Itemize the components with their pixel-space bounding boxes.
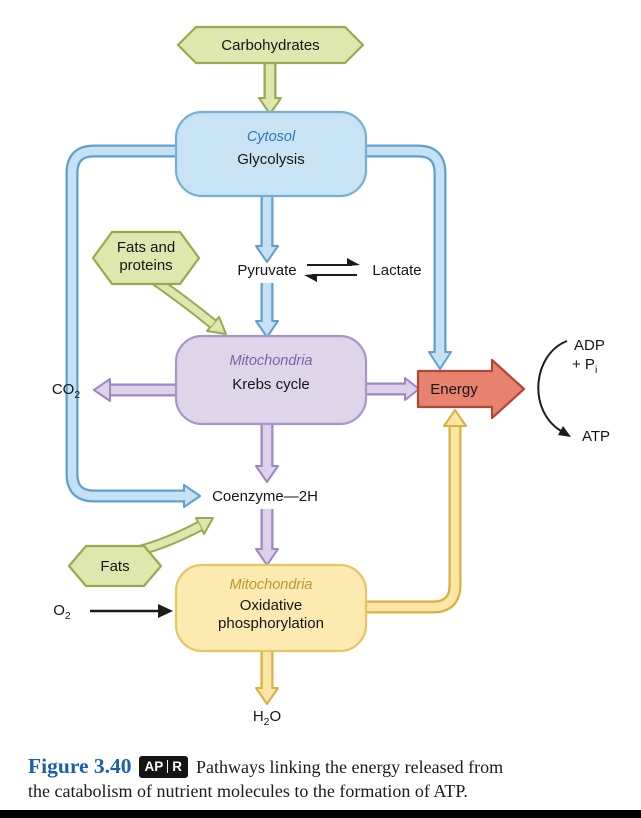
page-bottom-rule [0, 810, 641, 818]
atp-label: ATP [582, 428, 611, 445]
apr-badge-left: AP [144, 759, 164, 774]
arrow-fats-to-coenzyme [136, 517, 214, 557]
krebs-box [174, 334, 368, 426]
arrow-krebs-to-coenzyme [255, 421, 279, 483]
carbohydrates-hexagon [176, 25, 365, 65]
arrow-krebs-to-co2 [93, 378, 179, 402]
caption-text-line2: the catabolism of nutrient molecules to … [28, 781, 468, 802]
cytosol-label: Cytosol [246, 129, 296, 145]
krebs-cycle-label: Krebs cycle [232, 376, 310, 393]
fats-hexagon [67, 544, 163, 588]
arrow-carbohydrates-to-glycolysis [258, 62, 282, 115]
fats-label: Fats [100, 558, 130, 575]
apr-badge-right: R [172, 759, 183, 774]
glycolysis-label: Glycolysis [237, 151, 305, 168]
arrow-fats-proteins-to-krebs [152, 276, 227, 335]
mitochondria-oxidative-label: Mitochondria [229, 577, 313, 593]
fats-proteins-label-line1: Fats and [116, 239, 176, 256]
co2-label: CO2 [51, 381, 81, 401]
coenzyme-label: Coenzyme—2H [212, 488, 318, 505]
oxidative-label-line2: phosphorylation [218, 615, 324, 632]
arrow-pyruvate-to-krebs [255, 283, 279, 338]
energy-label: Energy [430, 381, 478, 398]
equilibrium-arrows-icon [304, 258, 360, 282]
atp-cycle-arrow [537, 340, 571, 437]
arrow-glycolysis-to-pyruvate [255, 196, 279, 263]
figure-number: Figure 3.40 [28, 754, 132, 778]
pipe-glycolysis-to-coenzyme [65, 144, 201, 508]
lactate-label: Lactate [372, 262, 422, 279]
energy-arrow-box [416, 358, 526, 420]
arrow-coenzyme-to-oxidative [255, 509, 279, 566]
fats-proteins-hexagon [91, 230, 201, 286]
glycolysis-box [174, 110, 368, 198]
arrow-krebs-to-energy [363, 377, 420, 401]
carbohydrates-label: Carbohydrates [221, 37, 320, 54]
arrow-o2-into-oxidative [90, 604, 173, 618]
fats-proteins-label-line2: proteins [119, 257, 173, 274]
plus-pi-label: + Pi [572, 356, 598, 376]
arrow-oxidative-to-h2o [255, 648, 279, 705]
pyruvate-label: Pyruvate [237, 262, 297, 279]
apr-badge: AP R [138, 756, 189, 778]
h2o-label: H2O [252, 708, 282, 728]
o2-label: O2 [53, 602, 71, 622]
oxidative-label-line1: Oxidative [239, 597, 303, 614]
mitochondria-krebs-label: Mitochondria [229, 353, 313, 369]
pipe-oxidative-to-energy [363, 409, 467, 614]
figure-caption: Figure 3.40 AP R Pathways linking the energ… [28, 752, 603, 804]
oxidative-box [174, 563, 368, 653]
apr-badge-divider [167, 760, 169, 774]
adp-label: ADP [574, 337, 605, 354]
pipe-glycolysis-to-energy [363, 144, 452, 370]
caption-text-line1: Pathways linking the energy released fro… [196, 757, 504, 777]
